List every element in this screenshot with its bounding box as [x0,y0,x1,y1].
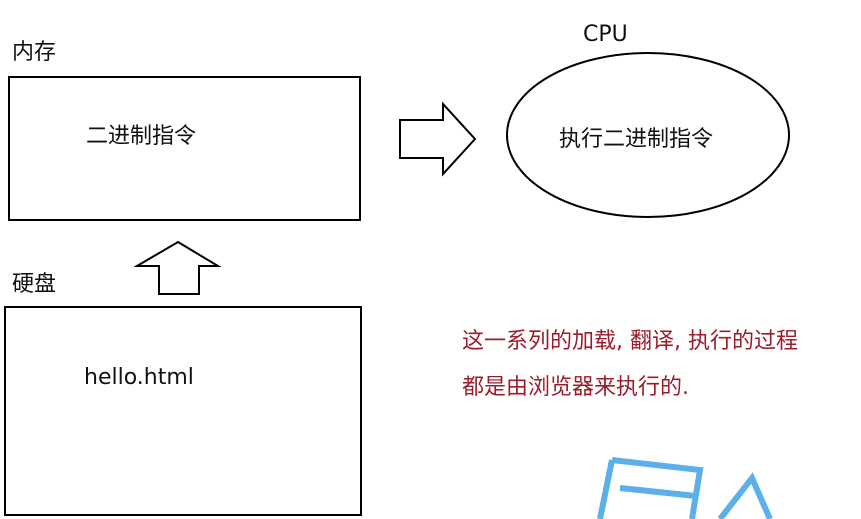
note-line-1: 这一系列的加载, 翻译, 执行的过程 [462,329,798,354]
memory-content: 二进制指令 [86,124,197,149]
memory-label: 内存 [12,40,57,65]
note-line-2: 都是由浏览器来执行的. [462,375,689,400]
disk-box: hello.html [4,306,362,516]
disk-label: 硬盘 [12,272,57,297]
right-arrow-icon [399,101,477,177]
watermark-icon [597,457,773,519]
cpu-ellipse [506,52,790,218]
cpu-label: CPU [583,22,628,47]
cpu-content: 执行二进制指令 [559,127,714,152]
memory-box: 二进制指令 [8,76,361,221]
disk-content: hello.html [84,365,194,390]
up-arrow-icon [133,240,222,295]
